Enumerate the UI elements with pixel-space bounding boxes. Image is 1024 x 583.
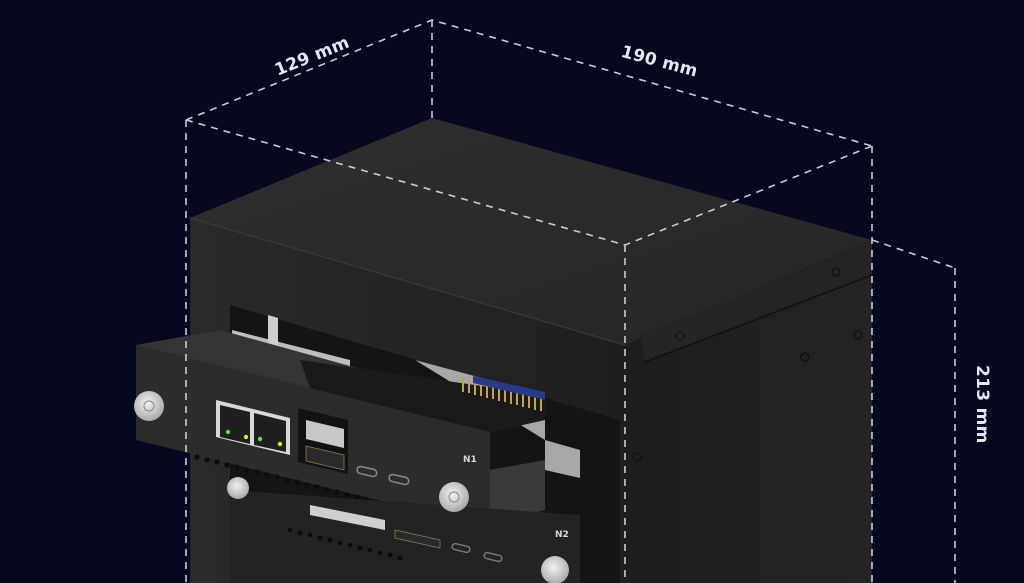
module-n1-label: N1 [463, 455, 477, 465]
side-screws [632, 267, 863, 462]
chassis-top-face [190, 118, 872, 345]
ethernet-ports [216, 400, 290, 455]
usb-c-ports [356, 465, 410, 486]
usb-hdmi-port [298, 408, 348, 474]
height-dimension-label: 213 mm [972, 365, 992, 444]
dimension-lines [185, 19, 956, 583]
gpio-header [462, 378, 542, 411]
module-n2-label: N2 [555, 530, 569, 540]
thumb-screws [134, 391, 569, 583]
